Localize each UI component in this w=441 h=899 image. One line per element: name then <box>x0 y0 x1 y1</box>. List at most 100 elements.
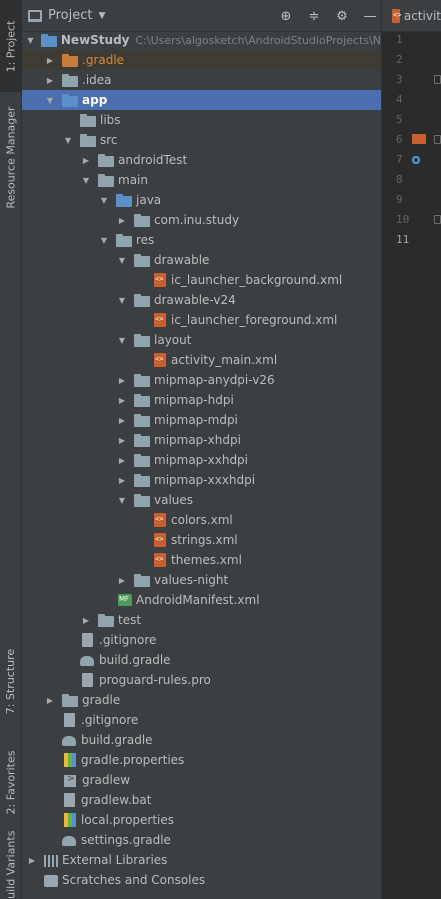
tree-row-drawable-v24[interactable]: ▼drawable-v24 <box>22 290 381 310</box>
tree-row-label: mipmap-anydpi-v26 <box>154 373 275 387</box>
tree-row-activity-main-xml[interactable]: ▶activity_main.xml <box>22 350 381 370</box>
chevron-right-icon[interactable]: ▶ <box>118 415 126 425</box>
fold-marker-icon[interactable] <box>434 135 441 144</box>
target-icon[interactable]: ⊕ <box>280 8 292 24</box>
minimize-icon[interactable]: — <box>363 8 377 24</box>
tool-tab-label: 1: Project <box>4 20 18 72</box>
properties-file-icon <box>64 813 76 827</box>
libraries-icon <box>44 854 58 867</box>
tree-row-mipmap-xhdpi[interactable]: ▶mipmap-xhdpi <box>22 430 381 450</box>
chevron-right-icon[interactable]: ▶ <box>118 455 126 465</box>
project-view-selector[interactable]: Project <box>48 8 93 23</box>
tree-row-mipmap-mdpi[interactable]: ▶mipmap-mdpi <box>22 410 381 430</box>
file-icon <box>64 713 75 727</box>
tree-row-com-inu-study[interactable]: ▶ com.inu.study <box>22 210 381 230</box>
editor-tab[interactable]: activit <box>382 0 441 32</box>
tree-row-gradlew-bat[interactable]: ▶gradlew.bat <box>22 790 381 810</box>
tree-row-layout[interactable]: ▼layout <box>22 330 381 350</box>
chevron-right-icon[interactable]: ▶ <box>82 155 90 165</box>
tree-row-mipmap-hdpi[interactable]: ▶mipmap-hdpi <box>22 390 381 410</box>
tree-row-test[interactable]: ▶test <box>22 610 381 630</box>
tool-tab-resource-manager[interactable]: Resource Manager <box>0 96 22 218</box>
fold-marker-icon[interactable] <box>434 215 441 224</box>
tree-row-label: res <box>136 233 155 247</box>
tree-row-gradlew[interactable]: ▶gradlew <box>22 770 381 790</box>
tree-row-label: .gitignore <box>99 633 157 647</box>
tree-row-ic-launcher-background-xml[interactable]: ▶ic_launcher_background.xml <box>22 270 381 290</box>
tree-row-mipmap-anydpi-v26[interactable]: ▶ mipmap-anydpi-v26 <box>22 370 381 390</box>
chevron-down-icon[interactable]: ▼ <box>98 10 106 21</box>
line-number: 1 <box>382 30 441 50</box>
tree-row-main[interactable]: ▼ main <box>22 170 381 190</box>
tree-row-gitignore[interactable]: ▶.gitignore <box>22 630 381 650</box>
tree-row-settings-gradle[interactable]: ▶settings.gradle <box>22 830 381 850</box>
tree-row-mipmap-xxxhdpi[interactable]: ▶mipmap-xxxhdpi <box>22 470 381 490</box>
tree-row-gradle[interactable]: ▶.gradle <box>22 50 381 70</box>
tree-row-java[interactable]: ▼java <box>22 190 381 210</box>
chevron-right-icon[interactable]: ▶ <box>118 215 126 225</box>
folder-icon <box>134 253 150 267</box>
tree-row-build-gradle[interactable]: ▶build.gradle <box>22 730 381 750</box>
tree-row-gradle[interactable]: ▶gradle <box>22 690 381 710</box>
fold-marker-icon[interactable] <box>434 75 441 84</box>
chevron-right-icon[interactable]: ▶ <box>118 435 126 445</box>
chevron-down-icon[interactable]: ▼ <box>27 35 34 45</box>
tree-row-res[interactable]: ▼ res <box>22 230 381 250</box>
chevron-right-icon[interactable]: ▶ <box>46 75 54 85</box>
tree-row-app[interactable]: ▼app <box>22 90 381 110</box>
chevron-right-icon[interactable]: ▶ <box>118 375 126 385</box>
file-icon <box>64 793 75 807</box>
tree-row-gitignore[interactable]: ▶.gitignore <box>22 710 381 730</box>
collapse-icon[interactable]: ≑ <box>308 8 320 24</box>
tree-row-label: build.gradle <box>99 653 171 667</box>
tool-tab-2-favorites[interactable]: 2: Favorites <box>0 735 22 830</box>
chevron-right-icon[interactable]: ▶ <box>46 55 54 65</box>
tree-row-build-gradle[interactable]: ▶build.gradle <box>22 650 381 670</box>
tree-row-androidtest[interactable]: ▶androidTest <box>22 150 381 170</box>
chevron-right-icon[interactable]: ▶ <box>46 695 54 705</box>
chevron-right-icon[interactable]: ▶ <box>82 615 90 625</box>
chevron-down-icon[interactable]: ▼ <box>64 135 72 145</box>
gear-icon[interactable]: ⚙ <box>336 8 348 24</box>
chevron-right-icon[interactable]: ▶ <box>28 855 36 865</box>
tree-row-mipmap-xxhdpi[interactable]: ▶mipmap-xxhdpi <box>22 450 381 470</box>
tree-row-androidmanifest-xml[interactable]: ▶AndroidManifest.xml <box>22 590 381 610</box>
tree-row-strings-xml[interactable]: ▶strings.xml <box>22 530 381 550</box>
tool-tab-1-project[interactable]: 1: Project <box>0 0 22 92</box>
tree-row-values[interactable]: ▼values <box>22 490 381 510</box>
tree-row-label: com.inu.study <box>154 213 240 227</box>
tree-row-themes-xml[interactable]: ▶themes.xml <box>22 550 381 570</box>
tree-row-gradle-properties[interactable]: ▶gradle.properties <box>22 750 381 770</box>
tree-row-values-night[interactable]: ▶values-night <box>22 570 381 590</box>
tree-row-src[interactable]: ▼src <box>22 130 381 150</box>
chevron-down-icon[interactable]: ▼ <box>118 495 126 505</box>
chevron-down-icon[interactable]: ▼ <box>118 295 126 305</box>
line-number-text: 8 <box>396 173 403 186</box>
chevron-down-icon[interactable]: ▼ <box>100 195 108 205</box>
tree-row-scratches-and-consoles[interactable]: ▶Scratches and Consoles <box>22 870 381 890</box>
chevron-right-icon[interactable]: ▶ <box>118 395 126 405</box>
implemented-icon[interactable] <box>412 156 420 164</box>
tree-row-drawable[interactable]: ▼drawable <box>22 250 381 270</box>
tree-row-colors-xml[interactable]: ▶colors.xml <box>22 510 381 530</box>
tree-row-ic-launcher-foreground-xml[interactable]: ▶ic_launcher_foreground.xml <box>22 310 381 330</box>
folder-icon <box>134 333 150 347</box>
tool-tab-7-structure[interactable]: 7: Structure <box>0 640 22 722</box>
chevron-down-icon[interactable]: ▼ <box>118 335 126 345</box>
tree-row-libs[interactable]: ▶libs <box>22 110 381 130</box>
chevron-down-icon[interactable]: ▼ <box>46 95 54 105</box>
tool-tab-build-variants[interactable]: Build Variants <box>0 831 22 899</box>
chevron-right-icon[interactable]: ▶ <box>118 575 126 585</box>
chevron-down-icon[interactable]: ▼ <box>82 175 90 185</box>
tree-row-idea[interactable]: ▶.idea <box>22 70 381 90</box>
tree-row-label: main <box>118 173 148 187</box>
tree-row-external-libraries[interactable]: ▶External Libraries <box>22 850 381 870</box>
line-number: 6 <box>382 130 441 150</box>
chevron-down-icon[interactable]: ▼ <box>118 255 126 265</box>
xml-preview-icon[interactable] <box>412 134 426 144</box>
chevron-right-icon[interactable]: ▶ <box>118 475 126 485</box>
tree-row-proguard-rules-pro[interactable]: ▶proguard-rules.pro <box>22 670 381 690</box>
tree-row-local-properties[interactable]: ▶local.properties <box>22 810 381 830</box>
chevron-down-icon[interactable]: ▼ <box>100 235 108 245</box>
